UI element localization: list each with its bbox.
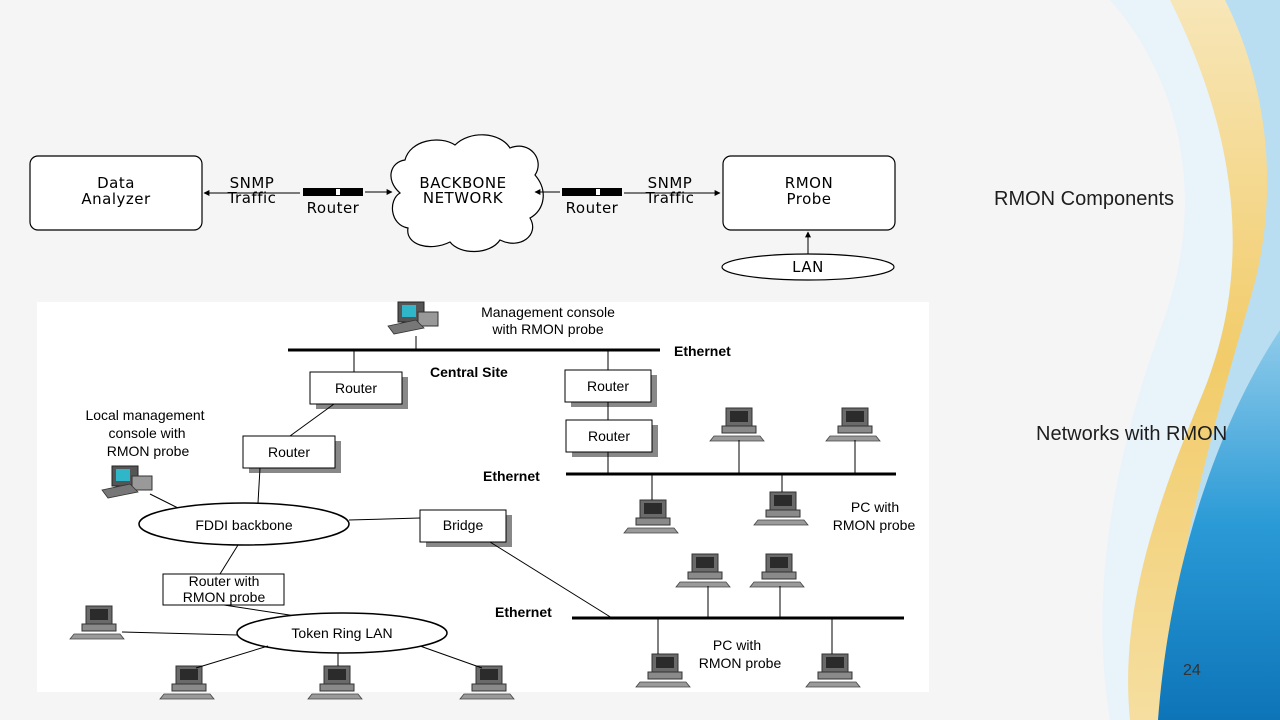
bridge-label: Bridge	[443, 517, 484, 533]
router-rmon-label-2: RMON probe	[183, 589, 266, 605]
networks-with-rmon-diagram: Management console with RMON probe Ether…	[69, 301, 916, 700]
router-rmon-box	[162, 573, 285, 606]
management-console-label-1: Management console	[481, 304, 615, 320]
backbone-label-1: BACKBONE	[419, 174, 506, 192]
pc-rmon-label-2-line2: RMON probe	[699, 655, 782, 671]
router-d-label: Router	[588, 428, 630, 444]
data-analyzer-label-2: Analyzer	[81, 190, 151, 208]
router-c-label: Router	[587, 378, 629, 394]
rmon-components-diagram: Data Analyzer SNMP Traffic Router BACKBO…	[29, 134, 896, 281]
ethernet-low-label: Ethernet	[495, 604, 552, 620]
router-a-box	[309, 371, 403, 405]
bridge-box	[419, 509, 507, 543]
local-console-link	[149, 493, 179, 509]
rmon-probe-label-2: Probe	[786, 190, 831, 208]
fddi-backbone-label: FDDI backbone	[195, 517, 292, 533]
router-b-fddi-link	[257, 467, 261, 504]
pc-token-ring-link	[121, 631, 238, 636]
bridge-ethernet-link	[489, 541, 613, 619]
rmon-components-label: RMON Components	[994, 188, 1175, 210]
ethernet-top-label: Ethernet	[674, 343, 731, 359]
local-management-label-1: Local management	[85, 407, 204, 423]
management-console-label-2: with RMON probe	[491, 321, 603, 337]
central-site-label: Central Site	[430, 364, 508, 380]
local-management-label-3: RMON probe	[107, 443, 190, 459]
router-a-label: Router	[335, 380, 377, 396]
fddi-backbone-ring	[138, 502, 350, 546]
fddi-router-rmon-link	[219, 544, 239, 575]
pc-rmon-label-1-line2: RMON probe	[833, 517, 916, 533]
backbone-label-2: NETWORK	[423, 189, 504, 207]
router-d-box	[565, 419, 653, 453]
pc-rmon-label-2-line1: PC with	[713, 637, 761, 653]
rmon-probe-label-1: RMON	[785, 174, 833, 192]
pc-token-ring-link	[195, 645, 269, 669]
rmon-probe-box	[722, 155, 896, 231]
snmp-traffic-right-1: SNMP	[648, 174, 693, 192]
networks-with-rmon-label: Networks with RMON	[1036, 423, 1228, 445]
token-ring-label: Token Ring LAN	[291, 625, 392, 641]
ethernet-mid-label: Ethernet	[483, 468, 540, 484]
router-rmon-token-ring-link	[223, 604, 297, 617]
lan-label: LAN	[792, 258, 824, 276]
snmp-traffic-right-2: Traffic	[645, 189, 695, 207]
token-ring-lan	[236, 612, 448, 654]
data-analyzer-box	[29, 155, 203, 231]
router-right-icon	[562, 188, 622, 196]
local-management-label-2: console with	[108, 425, 185, 441]
pc-rmon-label-1-line1: PC with	[851, 499, 899, 515]
snmp-traffic-left-1: SNMP	[230, 174, 275, 192]
pc-token-ring-link	[419, 645, 483, 669]
router-right-label: Router	[566, 199, 619, 217]
router-left-icon	[303, 188, 363, 196]
router-b-label: Router	[268, 444, 310, 460]
router-a-router-b-link	[289, 403, 335, 437]
lan-ellipse	[721, 253, 895, 281]
router-left-label: Router	[307, 199, 360, 217]
data-analyzer-label-1: Data	[97, 174, 135, 192]
backbone-cloud	[390, 134, 544, 253]
fddi-bridge-link	[348, 517, 421, 521]
page-number: 24	[1183, 662, 1201, 679]
router-c-box	[564, 369, 652, 403]
router-rmon-label-1: Router with	[189, 573, 260, 589]
router-b-box	[242, 435, 336, 469]
snmp-traffic-left-2: Traffic	[227, 189, 277, 207]
